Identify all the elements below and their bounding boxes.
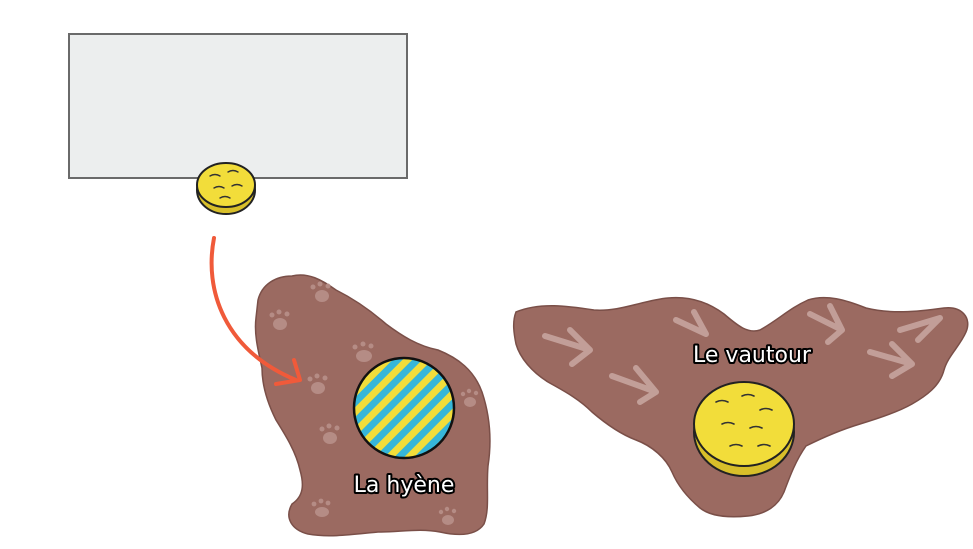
- hyena-territory[interactable]: La hyène: [255, 275, 490, 536]
- vulture-label: Le vautour: [693, 343, 812, 368]
- vulture-territory[interactable]: Le vautour: [514, 298, 968, 517]
- coin-token[interactable]: [197, 163, 255, 214]
- vulture-coin-stack[interactable]: [694, 382, 794, 476]
- hyena-label: La hyène: [354, 473, 455, 498]
